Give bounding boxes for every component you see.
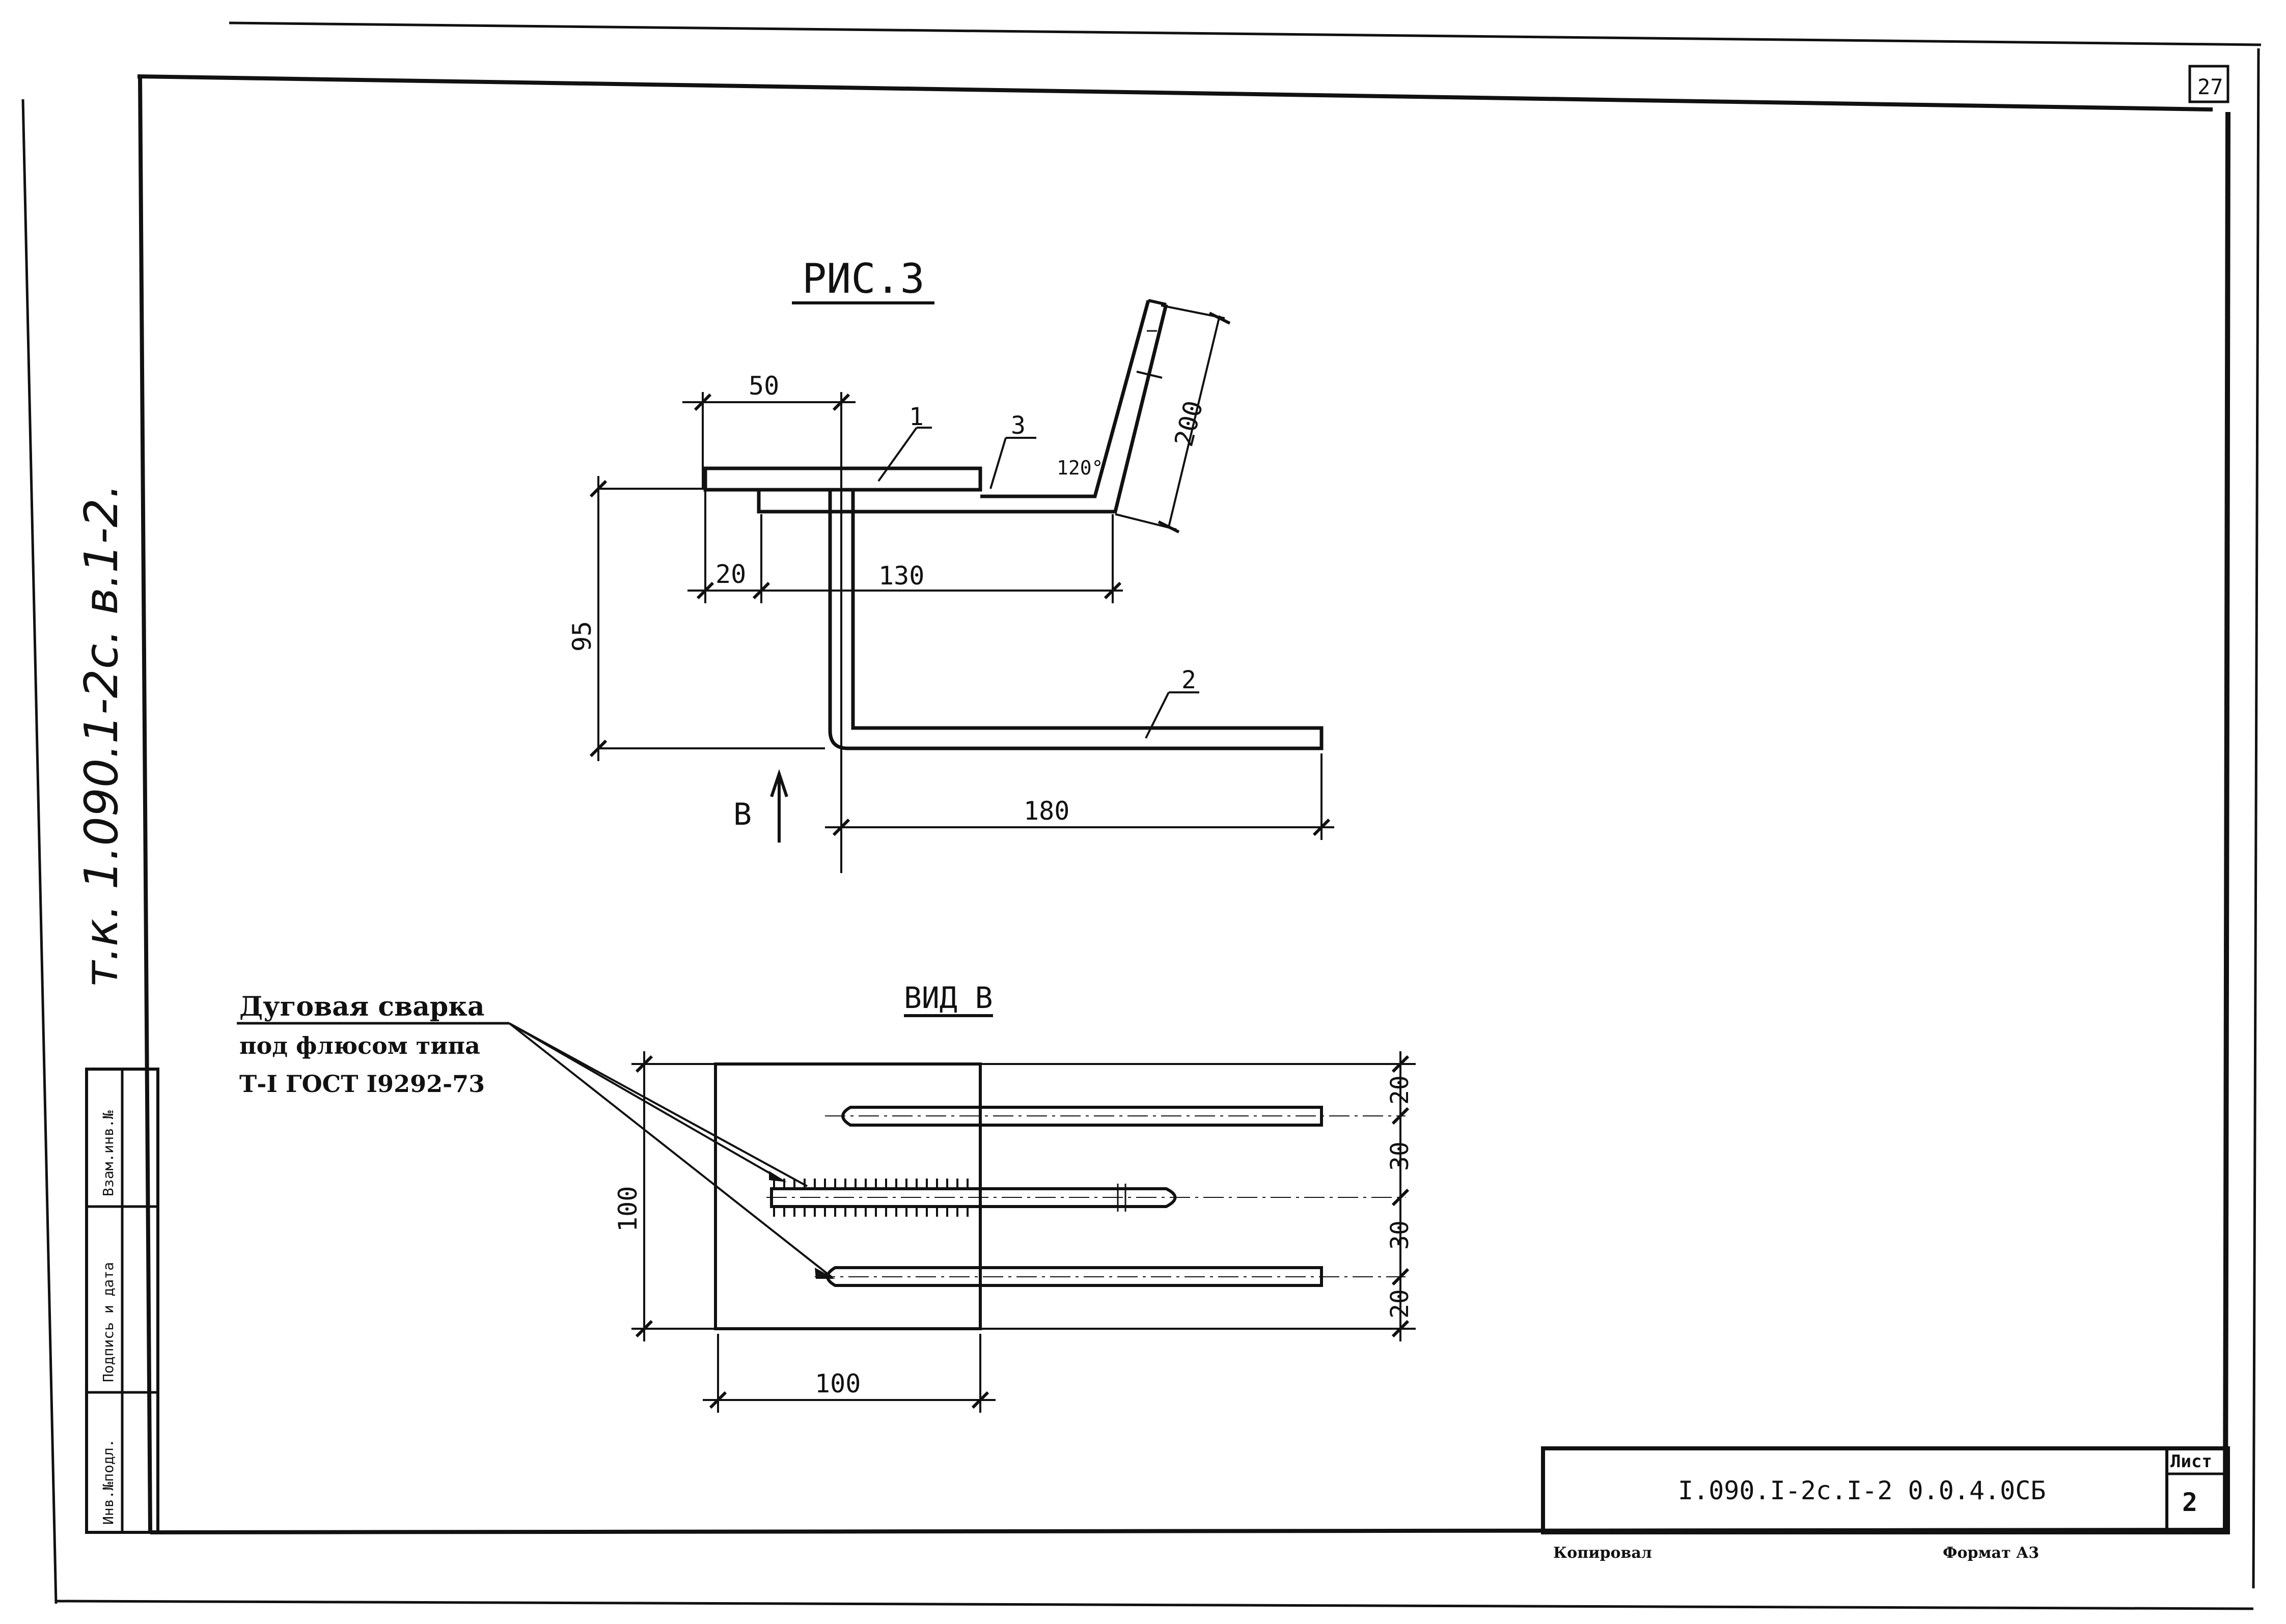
dim-row-20a: 20: [1386, 1075, 1414, 1105]
weld-note-line-3: Т-I ГОСТ I9292-73: [239, 1070, 485, 1098]
sheet-label: Лист: [2170, 1451, 2212, 1472]
callout-1: 1: [909, 403, 924, 431]
dim-95: 95: [567, 621, 597, 652]
side-note: т.к. 1.090.1-2с. в.1-2.: [75, 484, 128, 988]
view-b-arrow: В: [733, 769, 788, 843]
rod-bottom: [815, 1266, 1406, 1287]
dim-row-20b: 20: [1386, 1289, 1414, 1319]
figure-title: РИС.3: [802, 255, 925, 302]
sheet-frame: [21, 21, 2262, 1610]
dim-50: 50: [749, 371, 779, 401]
dim-row-30a: 30: [1386, 1141, 1414, 1171]
dim-130: 130: [878, 561, 924, 591]
format-label: Формат А3: [1943, 1544, 2039, 1562]
weld-note: Дуговая сварка под флюсом типа Т-I ГОСТ …: [237, 991, 835, 1279]
weld-seam: [773, 1179, 969, 1217]
rod-top: [825, 1106, 1406, 1127]
callout-3: 3: [1011, 411, 1026, 440]
document-code: I.090.I-2с.I-2 0.0.4.0СБ: [1678, 1476, 2046, 1505]
weld-note-line-2: под флюсом типа: [239, 1032, 480, 1059]
part-3-bar: [757, 300, 1168, 514]
side-stamp: Взам.инв.№ Подпись и дата Инв.№подл.: [85, 1068, 159, 1534]
view-plate: [714, 1062, 982, 1330]
weld-note-line-1: Дуговая сварка: [239, 991, 485, 1022]
part-1-plate: [703, 466, 982, 492]
copied-by: Копировал: [1553, 1544, 1652, 1562]
dim-row-30b: 30: [1386, 1220, 1414, 1250]
corner-box: [2188, 65, 2229, 103]
view-b: ВИД В: [613, 981, 1416, 1413]
title-block: I.090.I-2с.I-2 0.0.4.0СБ Лист 2: [1541, 1446, 2230, 1534]
dim-view-height: 100: [613, 1186, 643, 1232]
figure-3: РИС.3: [567, 255, 1334, 873]
stamp-replaced-inv: Взам.инв.№: [100, 1110, 117, 1196]
dim-view-width: 100: [815, 1369, 861, 1398]
rod-middle: [766, 1179, 1406, 1217]
dim-200: 200: [1169, 398, 1208, 450]
corner-mark: 27: [2197, 74, 2223, 99]
stamp-signature-date: Подпись и дата: [100, 1262, 117, 1382]
sheet-number: 2: [2182, 1488, 2197, 1517]
callout-2: 2: [1181, 666, 1196, 694]
stamp-original-inv: Инв.№подл.: [100, 1439, 117, 1525]
part-2-bar: [828, 490, 1324, 750]
dim-180: 180: [1024, 796, 1069, 826]
view-arrow-label: В: [733, 797, 752, 832]
view-title: ВИД В: [904, 981, 993, 1015]
dim-20: 20: [715, 559, 746, 589]
dim-angle: 120°: [1057, 457, 1104, 479]
